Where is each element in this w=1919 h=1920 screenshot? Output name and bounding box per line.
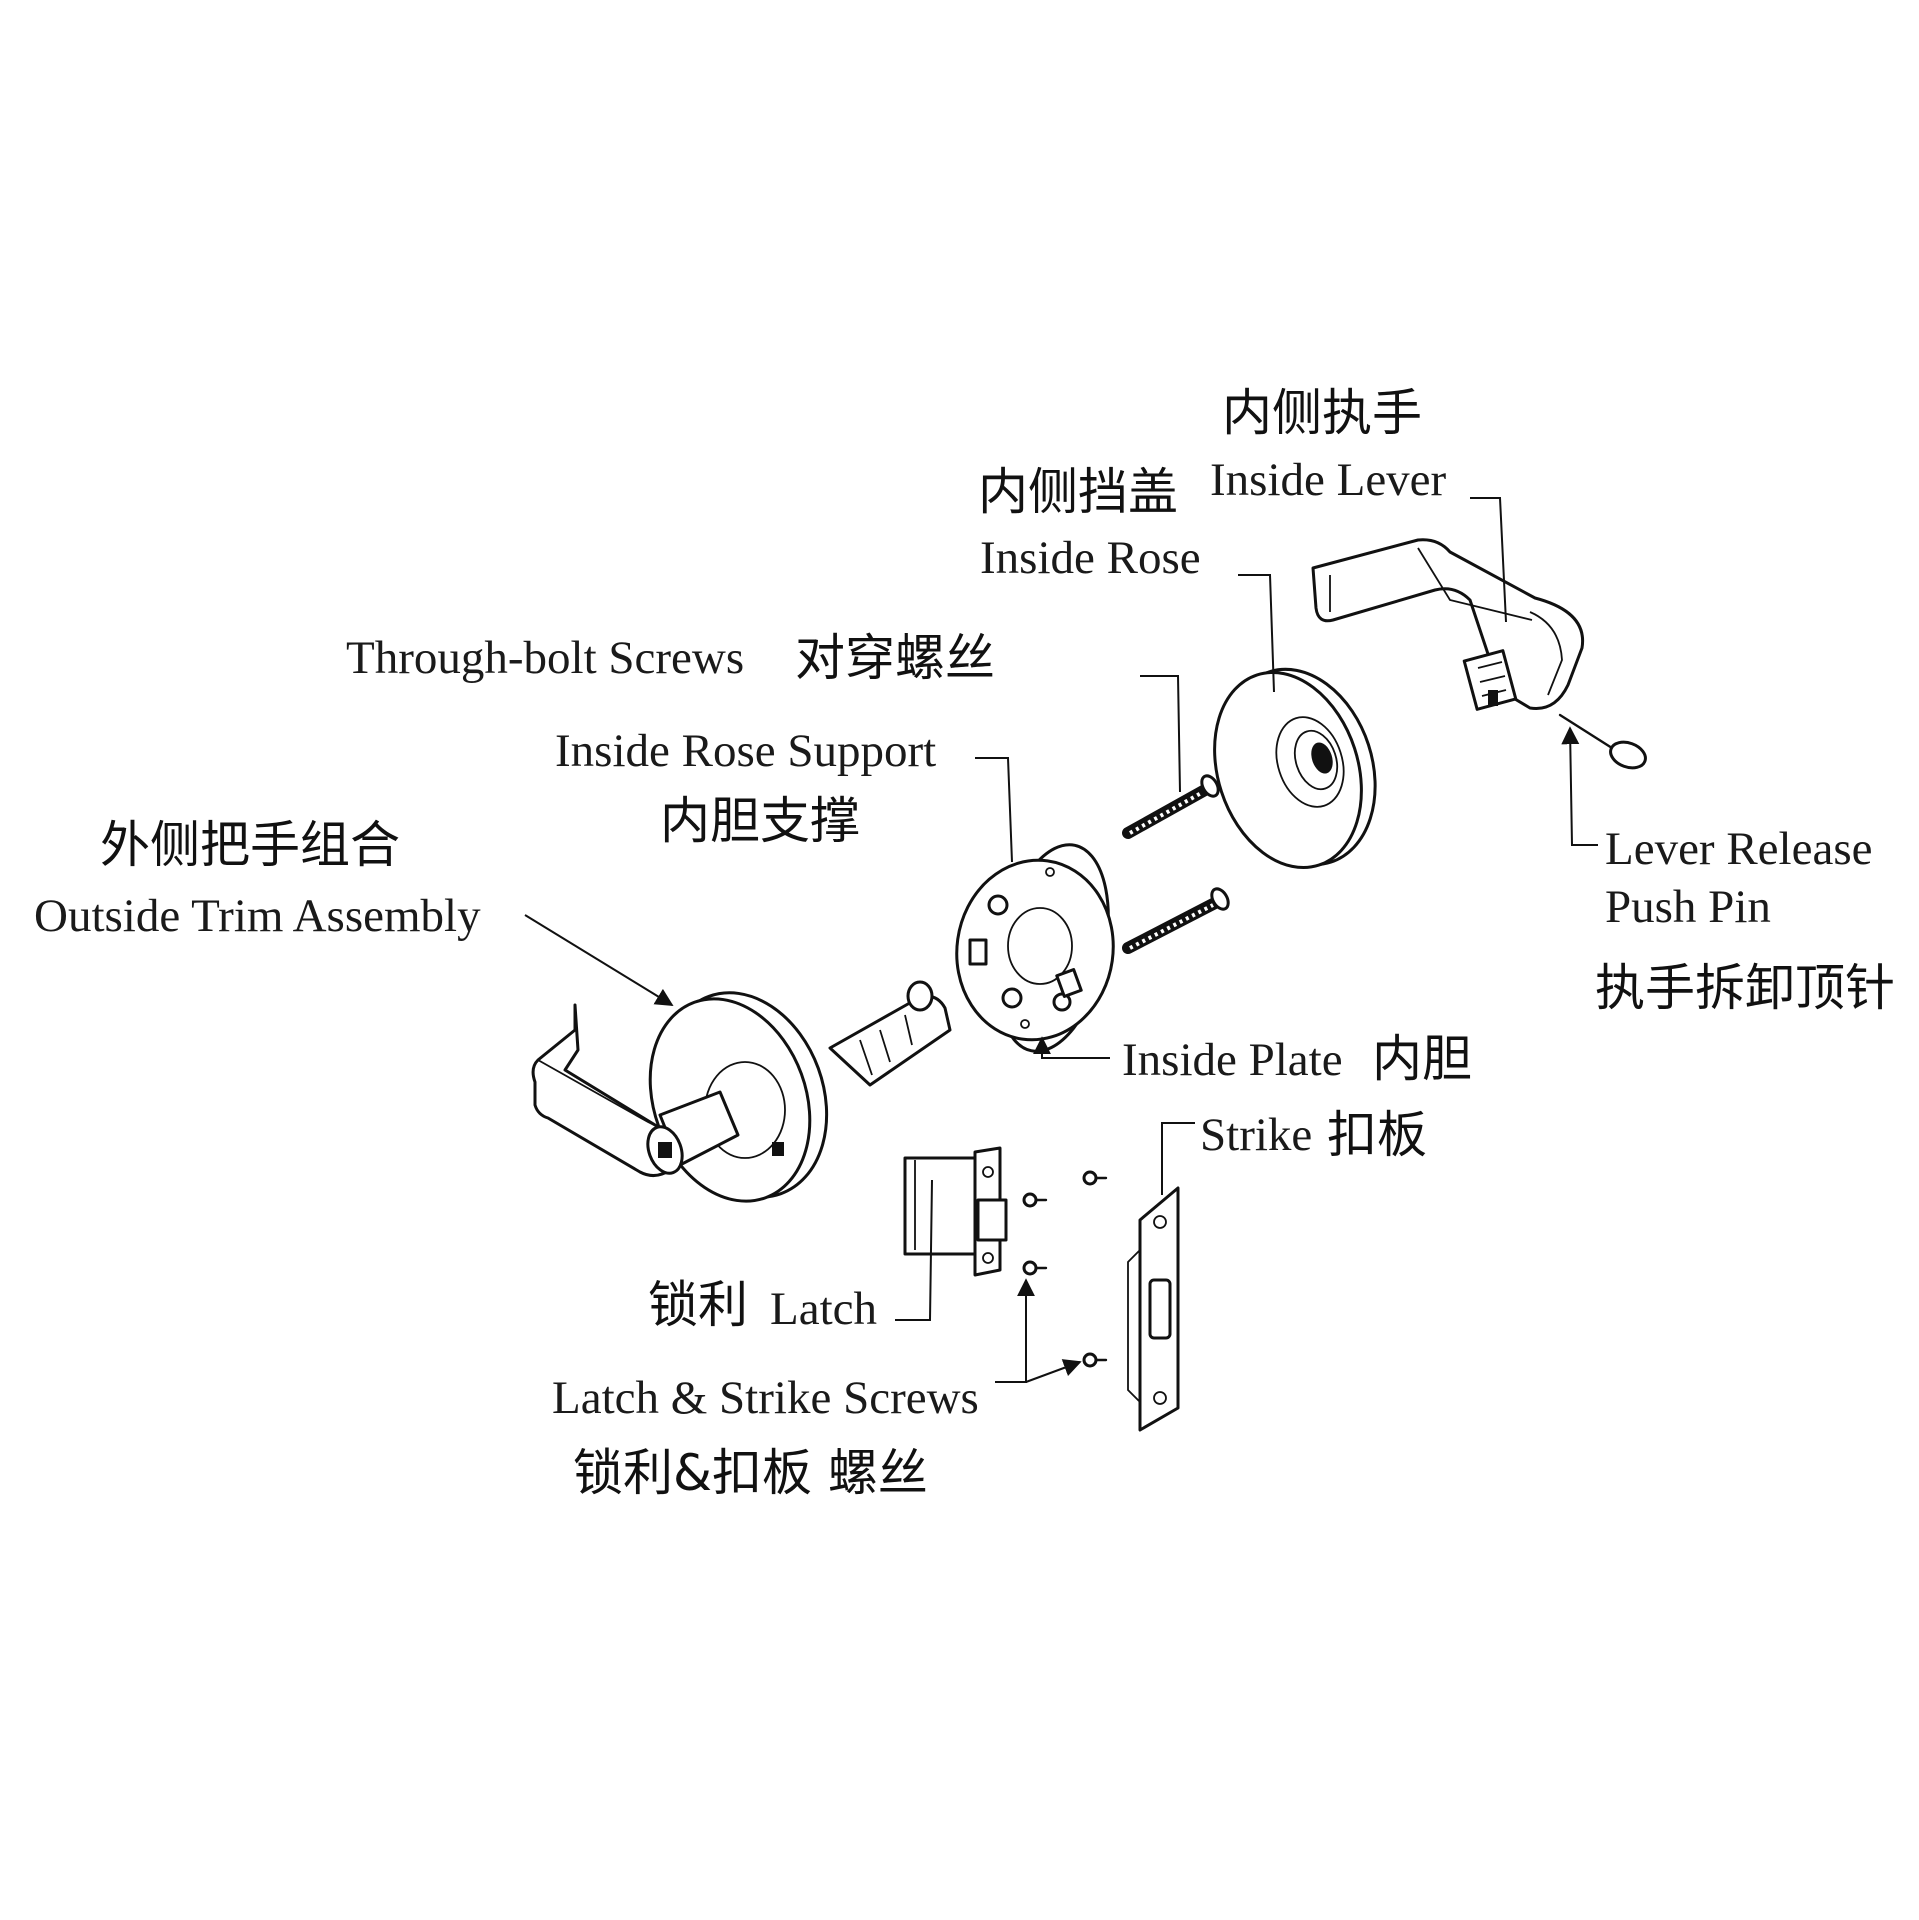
through-bolt-label: Through-bolt Screws xyxy=(346,632,745,684)
leader-lines xyxy=(524,497,1598,1383)
rose-support-label-zh: 内胆支撑 xyxy=(660,792,860,850)
inside-lever-label-zh: 内侧执手 xyxy=(1222,384,1422,442)
rose-support-label: Inside Rose Support xyxy=(555,725,937,777)
inside-lever-label: Inside Lever xyxy=(1210,454,1447,506)
inside-rose-part xyxy=(1213,667,1377,870)
outside-trim-label: Outside Trim Assembly xyxy=(34,890,481,942)
inside-plate-label-zh: 内胆 xyxy=(1372,1030,1472,1088)
strike-part xyxy=(1127,1186,1180,1432)
latch-strike-screws-part xyxy=(1022,1170,1108,1368)
lever-release-label-2: Push Pin xyxy=(1605,881,1771,933)
push-pin-part xyxy=(1558,713,1647,770)
screws-label: Latch & Strike Screws xyxy=(552,1372,979,1424)
inside-rose-label: Inside Rose xyxy=(980,532,1201,584)
latch-part xyxy=(903,1146,1008,1277)
lever-release-label-1: Lever Release xyxy=(1605,823,1873,875)
outside-trim-label-zh: 外侧把手组合 xyxy=(100,816,400,874)
lever-release-label-zh: 执手拆卸顶针 xyxy=(1595,959,1895,1017)
inside-plate-label: Inside Plate xyxy=(1122,1034,1343,1086)
screws-label-zh: 锁利&扣板 螺丝 xyxy=(573,1444,928,1502)
inside-lever-part xyxy=(1311,538,1585,711)
latch-label-zh: 锁利 xyxy=(648,1276,748,1334)
latch-label: Latch xyxy=(770,1283,877,1335)
inside-plate-part xyxy=(955,843,1115,1053)
inside-rose-label-zh: 内侧挡盖 xyxy=(978,463,1178,521)
strike-label-zh: 扣板 xyxy=(1327,1106,1427,1164)
through-bolt-screws-part xyxy=(1122,774,1230,954)
through-bolt-label-zh: 对穿螺丝 xyxy=(795,629,995,687)
outside-trim-part xyxy=(531,980,952,1203)
strike-label: Strike xyxy=(1200,1109,1313,1161)
